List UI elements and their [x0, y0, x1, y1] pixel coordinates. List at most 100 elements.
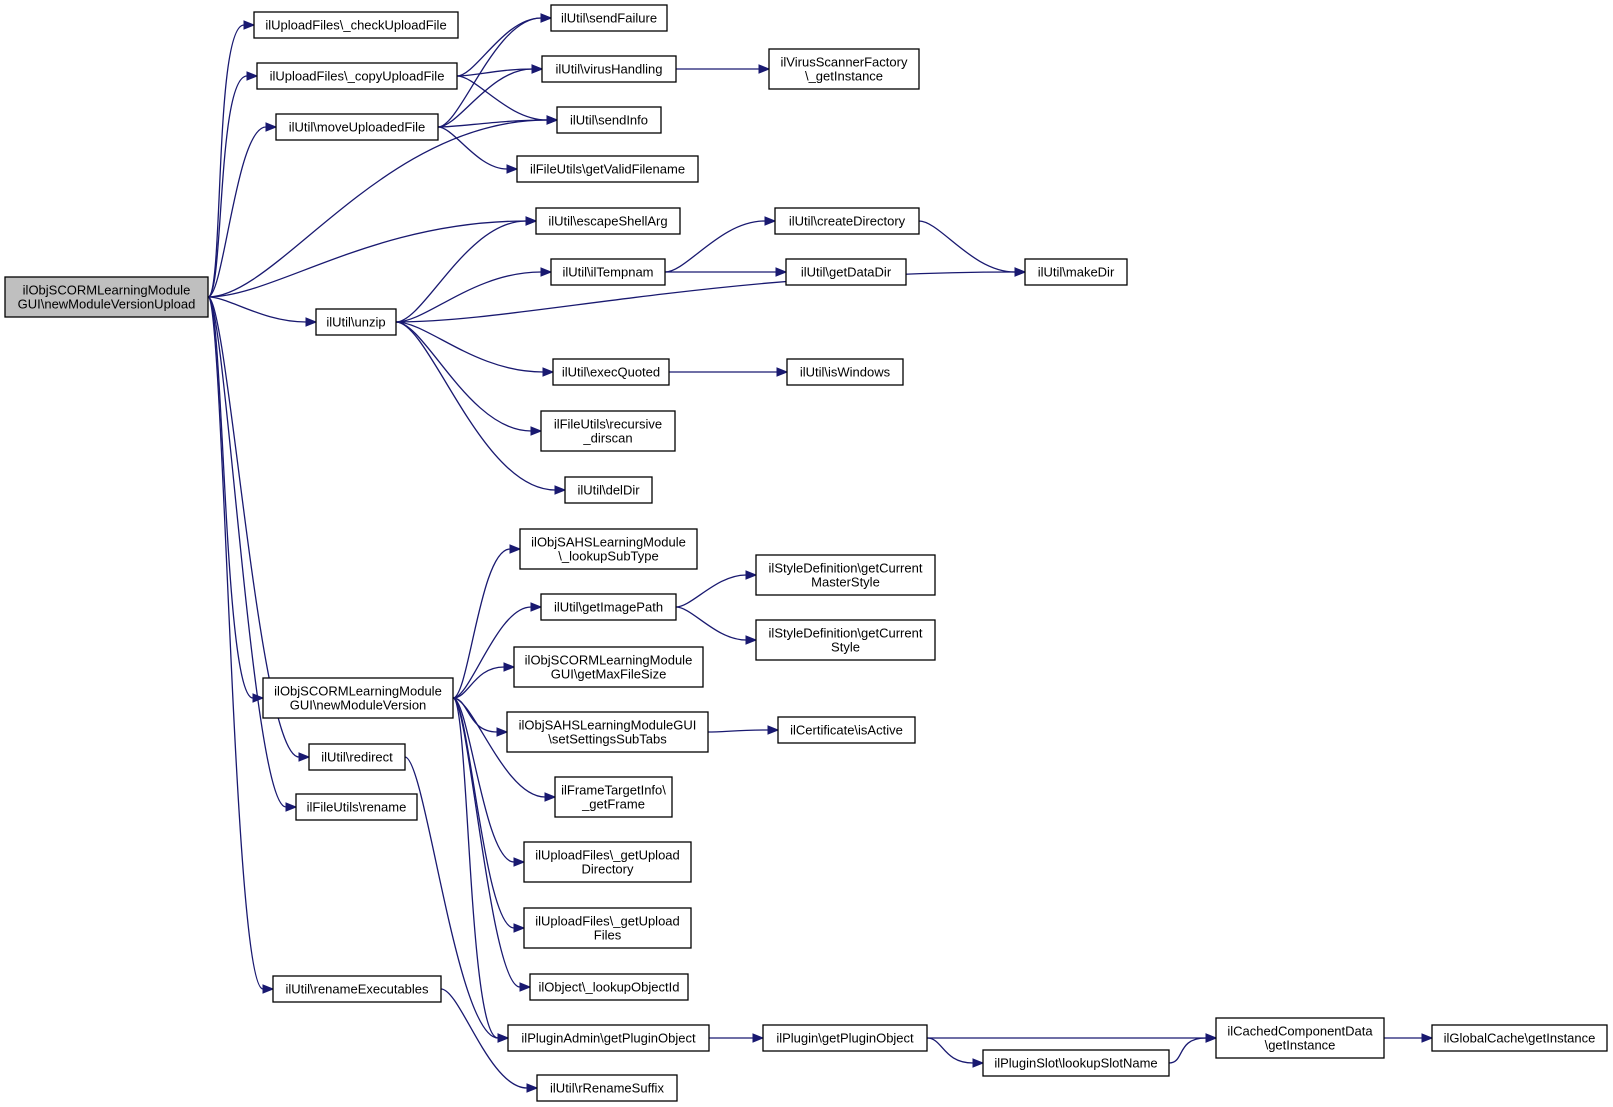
node-box [755, 554, 936, 596]
node-r-rename-suffix[interactable]: ilUtil\rRenameSuffix [536, 1074, 678, 1102]
edge-line [395, 321, 544, 373]
arrowhead-icon [758, 64, 771, 74]
arrowhead-icon [1014, 267, 1027, 277]
node-il-tempnam[interactable]: ilUtil\ilTempnam [550, 258, 666, 286]
node-global-cache[interactable]: ilGlobalCache\getInstance [1431, 1024, 1608, 1052]
edge-virus-handling-to-virus-scanner [676, 64, 771, 74]
node-check-upload-file[interactable]: ilUploadFiles\_checkUploadFile [253, 11, 459, 39]
edge-exec-quoted-to-is-windows [669, 367, 789, 377]
node-make-dir[interactable]: ilUtil\makeDir [1024, 258, 1128, 286]
node-set-settings-sub-tabs[interactable]: ilObjSAHSLearningModuleGUI\setSettingsSu… [506, 711, 709, 753]
nodes: ilObjSCORMLearningModuleGUI\newModuleVer… [4, 4, 1608, 1102]
node-label: ilUtil\getImagePath [554, 600, 663, 615]
node-virus-handling[interactable]: ilUtil\virusHandling [541, 55, 677, 83]
node-redirect[interactable]: ilUtil\redirect [308, 743, 406, 771]
edge-plugin-get-plugin-object-to-cached-component-data [927, 1033, 1218, 1043]
node-box [785, 258, 907, 286]
edge-line [207, 220, 527, 298]
node-label: ilUtil\escapeShellArg [548, 214, 667, 229]
node-label: ilCertificate\isActive [790, 723, 903, 738]
edge-root-to-check-upload-file [207, 20, 256, 298]
edge-line [437, 68, 533, 128]
edge-new-module-version-to-get-upload-directory [452, 697, 526, 867]
node-label: ilUtil\rRenameSuffix [550, 1081, 664, 1096]
node-cached-component-data[interactable]: ilCachedComponentData\getInstance [1215, 1017, 1385, 1059]
node-label: ilUploadFiles\_copyUploadFile [270, 69, 445, 84]
edge-unzip-to-make-dir [395, 267, 1027, 323]
arrowhead-icon [509, 544, 522, 554]
node-label: ilUtil\delDir [577, 483, 640, 498]
node-new-module-version[interactable]: ilObjSCORMLearningModuleGUI\newModuleVer… [262, 677, 454, 719]
arrowhead-icon [503, 662, 516, 672]
edge-root-to-escape-shell-arg [207, 216, 538, 298]
arrowhead-icon [764, 216, 777, 226]
node-move-uploaded-file[interactable]: ilUtil\moveUploadedFile [275, 113, 439, 141]
node-label: _getFrame [581, 797, 645, 812]
node-rename-executables[interactable]: ilUtil\renameExecutables [272, 975, 442, 1003]
node-box [262, 677, 454, 719]
edge-line [207, 296, 287, 808]
node-box [550, 4, 668, 32]
arrowhead-icon [554, 485, 567, 495]
node-box [550, 258, 666, 286]
node-lookup-object-id[interactable]: ilObject\_lookupObjectId [529, 973, 689, 1001]
node-root[interactable]: ilObjSCORMLearningModuleGUI\newModuleVer… [4, 276, 209, 318]
node-get-image-path[interactable]: ilUtil\getImagePath [540, 593, 677, 621]
node-box [536, 1074, 678, 1102]
arrowhead-icon [530, 602, 543, 612]
node-send-info[interactable]: ilUtil\sendInfo [556, 106, 662, 134]
node-box [272, 975, 442, 1003]
node-label: ilUploadFiles\_getUpload [535, 848, 680, 863]
node-box [523, 907, 692, 949]
edge-line [437, 126, 508, 170]
node-create-directory[interactable]: ilUtil\createDirectory [774, 207, 920, 235]
node-label: GUI\newModuleVersion [290, 698, 427, 713]
node-label: ilUtil\isWindows [800, 365, 891, 380]
node-label: ilCachedComponentData [1227, 1024, 1373, 1039]
node-is-windows[interactable]: ilUtil\isWindows [786, 358, 904, 386]
node-del-dir[interactable]: ilUtil\delDir [564, 476, 653, 504]
node-get-max-file-size[interactable]: ilObjSCORMLearningModuleGUI\getMaxFileSi… [513, 646, 704, 688]
node-escape-shell-arg[interactable]: ilUtil\escapeShellArg [535, 207, 681, 235]
node-box [519, 528, 698, 570]
node-get-frame[interactable]: ilFrameTargetInfo\_getFrame [554, 776, 673, 818]
node-label: ilUtil\createDirectory [789, 214, 906, 229]
node-rename[interactable]: ilFileUtils\rename [295, 793, 418, 821]
node-label: ilStyleDefinition\getCurrent [769, 626, 923, 641]
edge-line [452, 606, 532, 699]
node-label: _dirscan [582, 431, 632, 446]
node-unzip[interactable]: ilUtil\unzip [315, 308, 397, 336]
arrowhead-icon [525, 216, 538, 226]
node-plugin-admin-get-plugin-object[interactable]: ilPluginAdmin\getPluginObject [507, 1024, 710, 1052]
edge-line [395, 321, 556, 491]
node-lookup-slot-name[interactable]: ilPluginSlot\lookupSlotName [982, 1049, 1170, 1077]
edge-line [395, 321, 532, 432]
node-recursive-dirscan[interactable]: ilFileUtils\recursive_dirscan [540, 410, 676, 452]
node-is-active[interactable]: ilCertificate\isActive [777, 716, 916, 744]
node-exec-quoted[interactable]: ilUtil\execQuoted [552, 358, 670, 386]
arrowhead-icon [540, 267, 553, 277]
node-label: \setSettingsSubTabs [548, 732, 667, 747]
node-virus-scanner[interactable]: ilVirusScannerFactory\_getInstance [768, 48, 920, 90]
node-label: ilPluginSlot\lookupSlotName [994, 1056, 1157, 1071]
node-label: ilFileUtils\getValidFilename [530, 162, 685, 177]
node-get-data-dir[interactable]: ilUtil\getDataDir [785, 258, 907, 286]
arrowhead-icon [519, 982, 532, 992]
edge-line [452, 697, 521, 988]
node-plugin-get-plugin-object[interactable]: ilPlugin\getPluginObject [762, 1024, 928, 1052]
edges [207, 13, 1434, 1093]
node-get-valid-filename[interactable]: ilFileUtils\getValidFilename [516, 155, 699, 183]
edge-line [207, 296, 254, 699]
node-label: ilObjSCORMLearningModule [274, 684, 442, 699]
node-send-failure[interactable]: ilUtil\sendFailure [550, 4, 668, 32]
node-copy-upload-file[interactable]: ilUploadFiles\_copyUploadFile [256, 62, 458, 90]
edge-unzip-to-del-dir [395, 321, 567, 495]
arrowhead-icon [262, 984, 275, 994]
node-label: ilFileUtils\recursive [554, 417, 662, 432]
node-lookup-sub-type[interactable]: ilObjSAHSLearningModule\_lookupSubType [519, 528, 698, 570]
node-box [295, 793, 418, 821]
